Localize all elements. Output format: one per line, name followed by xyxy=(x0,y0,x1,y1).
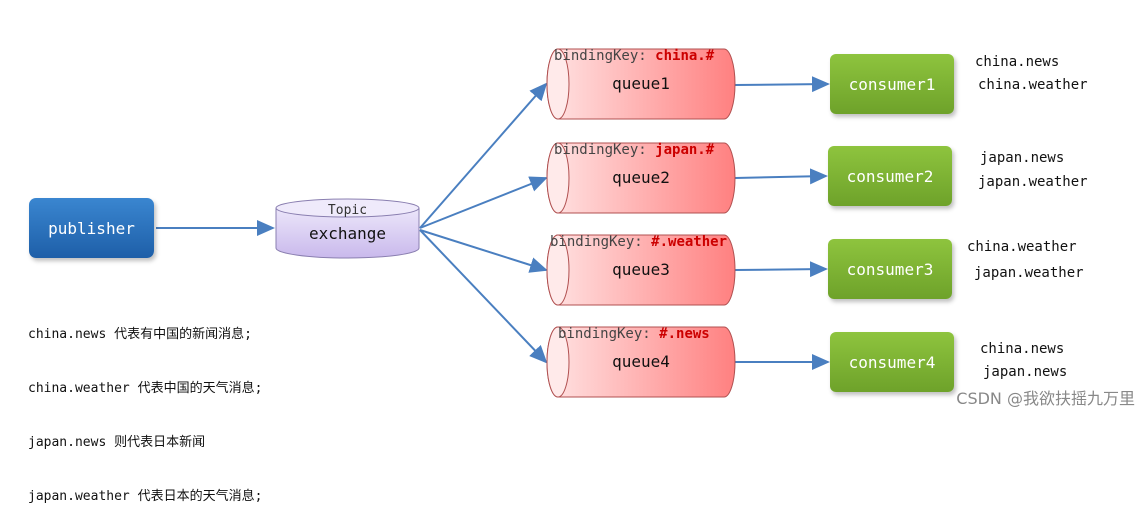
consumer-node-4: consumer4 xyxy=(830,332,954,392)
arrow-exchange-queue4 xyxy=(419,229,548,364)
binding-key-value: china.# xyxy=(655,48,715,64)
queue-binding-key: bindingKey: #.weather xyxy=(550,234,727,250)
queue-cylinder-shape xyxy=(546,142,736,214)
binding-key-value: japan.# xyxy=(655,142,715,158)
queue-binding-key: bindingKey: #.news xyxy=(558,326,710,342)
binding-key-value: #.news xyxy=(659,326,710,342)
arrow-exchange-queue1 xyxy=(419,82,548,229)
queue-name: queue1 xyxy=(612,74,670,93)
publisher-label: publisher xyxy=(48,218,135,238)
queue-binding-key: bindingKey: japan.# xyxy=(554,142,714,158)
consumer4-key-2: japan.news xyxy=(983,364,1068,380)
csdn-watermark: CSDN @我欲扶摇九万里 xyxy=(956,389,1135,408)
queue-name: queue3 xyxy=(612,260,670,279)
exchange-label: exchange xyxy=(308,224,387,243)
consumer3-key-1: china.weather xyxy=(967,239,1077,255)
consumer2-key-1: japan.news xyxy=(980,150,1065,166)
consumer-label: consumer3 xyxy=(846,259,934,279)
description-line: china.news 代表有中国的新闻消息; xyxy=(28,327,252,342)
arrow-exchange-queue2 xyxy=(419,176,548,229)
consumer3-key-2: japan.weather xyxy=(974,265,1084,281)
binding-key-prefix: bindingKey: xyxy=(550,234,652,250)
arrow-queue3-consumer3 xyxy=(734,261,828,278)
queue-cylinder-shape xyxy=(546,48,736,120)
exchange-type-label: Topic xyxy=(327,203,368,218)
consumer-node-1: consumer1 xyxy=(830,54,954,114)
binding-key-prefix: bindingKey: xyxy=(554,48,656,64)
queue-node-1: bindingKey: china.# queue1 xyxy=(546,48,736,120)
consumer2-key-2: japan.weather xyxy=(978,174,1088,190)
arrow-exchange-queue3 xyxy=(419,229,548,273)
consumer-label: consumer2 xyxy=(846,166,934,186)
binding-key-prefix: bindingKey: xyxy=(554,142,656,158)
queue-node-3: bindingKey: #.weather queue3 xyxy=(546,234,736,306)
consumer-label: consumer4 xyxy=(848,352,936,372)
description-line: china.weather 代表中国的天气消息; xyxy=(28,381,263,396)
queue-node-2: bindingKey: japan.# queue2 xyxy=(546,142,736,214)
queue-node-4: bindingKey: #.news queue4 xyxy=(546,326,736,398)
queue-name: queue2 xyxy=(612,168,670,187)
queue-binding-key: bindingKey: china.# xyxy=(554,48,714,64)
arrow-queue2-consumer2 xyxy=(734,168,828,185)
exchange-node: Topic exchange xyxy=(275,198,420,260)
publisher-node: publisher xyxy=(29,198,154,258)
queue-cylinder-shape xyxy=(546,326,736,398)
consumer1-key-2: china.weather xyxy=(978,77,1088,93)
consumer1-key-1: china.news xyxy=(975,54,1060,70)
consumer-node-2: consumer2 xyxy=(828,146,952,206)
arrow-queue1-consumer1 xyxy=(734,76,830,93)
exchange-cylinder-shape xyxy=(275,198,420,259)
binding-key-prefix: bindingKey: xyxy=(558,326,660,342)
flow-arrows xyxy=(156,76,830,370)
consumer-label: consumer1 xyxy=(848,74,936,94)
binding-key-value: #.weather xyxy=(651,234,728,250)
queue-name: queue4 xyxy=(612,352,670,371)
queue-cylinder-shape xyxy=(546,234,736,306)
consumer4-key-1: china.news xyxy=(980,341,1065,357)
description-line: japan.weather 代表日本的天气消息; xyxy=(28,489,263,504)
routing-key-description: china.news 代表有中国的新闻消息; china.weather 代表中… xyxy=(28,290,262,524)
consumer-node-3: consumer3 xyxy=(828,239,952,299)
description-line: japan.news 则代表日本新闻 xyxy=(28,435,206,450)
